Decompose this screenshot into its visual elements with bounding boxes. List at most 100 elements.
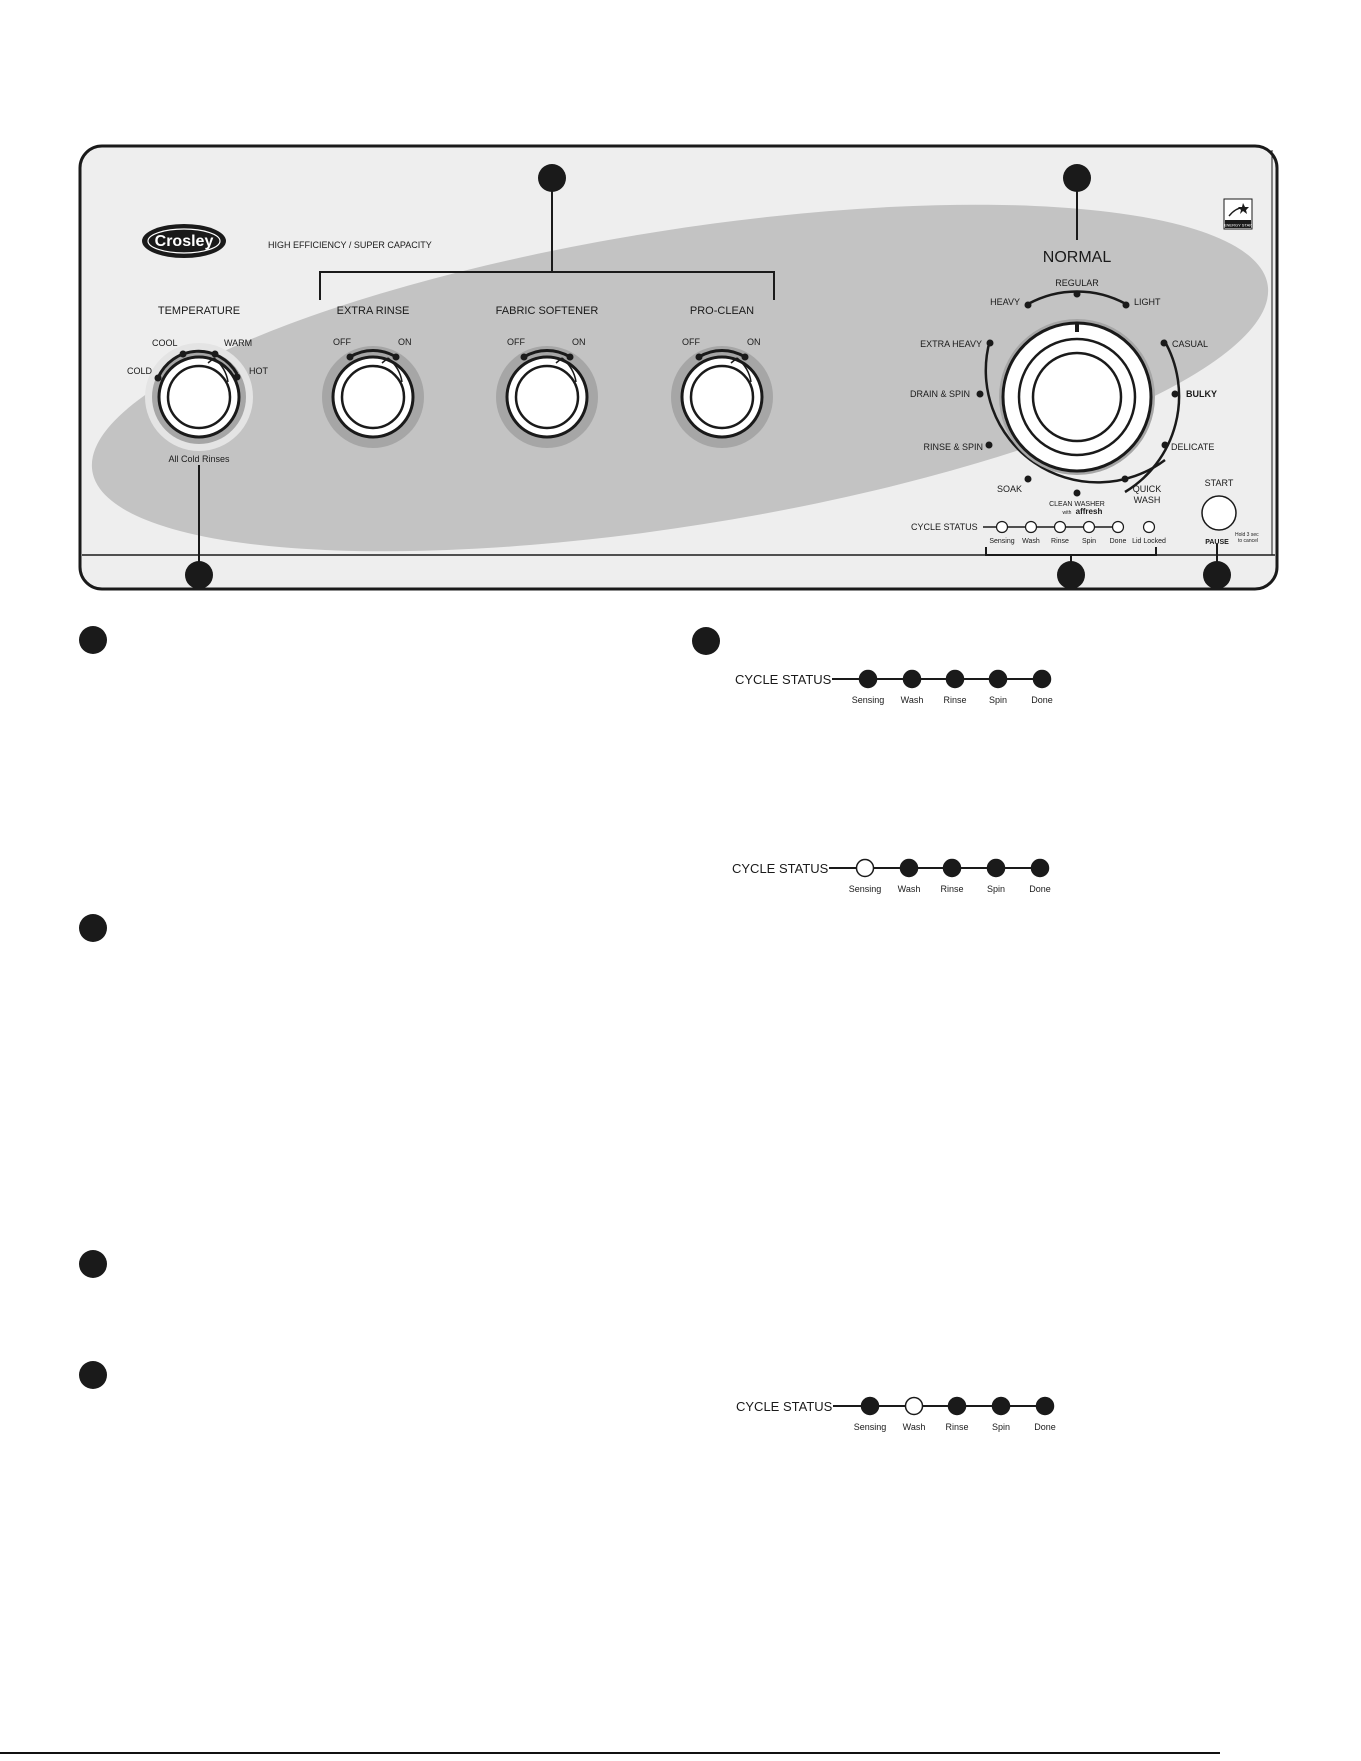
callout-start-pause	[1203, 561, 1231, 589]
status-example-stage: Wash	[898, 884, 921, 894]
status-example-label: CYCLE STATUS	[732, 861, 829, 876]
status-led-label: Wash	[1022, 538, 1040, 545]
option-title: EXTRA RINSE	[337, 305, 410, 317]
cycle-light: LIGHT	[1134, 297, 1161, 307]
status-led	[1024, 520, 1038, 534]
option-title: PRO-CLEAN	[690, 305, 754, 317]
cycle-arc-right	[1124, 339, 1181, 494]
callout-cycle-status	[1057, 561, 1085, 589]
status-example-label: CYCLE STATUS	[736, 1399, 833, 1414]
logo-text: Crosley	[155, 233, 214, 250]
status-led	[1082, 520, 1096, 534]
cycle-casual: CASUAL	[1172, 339, 1208, 349]
option-on-label: ON	[398, 337, 412, 347]
status-example-led	[902, 669, 922, 689]
section-marker-3	[79, 1250, 107, 1278]
section-marker-5	[692, 627, 720, 655]
status-example-stage: Done	[1031, 695, 1053, 705]
status-led	[1111, 520, 1125, 534]
status-led	[1053, 520, 1067, 534]
status-led	[1142, 520, 1156, 534]
cycle-extra-heavy: EXTRA HEAVY	[920, 339, 982, 349]
status-example-stage: Rinse	[945, 1422, 968, 1432]
option-knob-pointer	[730, 357, 752, 383]
option-knob-pointer	[555, 357, 577, 383]
option-knob-group: EXTRA RINSE OFF ON	[322, 305, 424, 448]
brand-tagline: HIGH EFFICIENCY / SUPER CAPACITY	[268, 240, 432, 250]
cycle-status-example: CYCLE STATUS Sensing Wash Rinse Spin Done	[732, 858, 1051, 894]
status-example-stage: Rinse	[940, 884, 963, 894]
cycle-arc-left	[984, 339, 1166, 484]
energy-star-icon: ENERGY STAR	[1223, 198, 1253, 230]
pause-label: PAUSE	[1205, 539, 1229, 546]
temperature-title: TEMPERATURE	[158, 305, 240, 317]
status-example-led	[1035, 1396, 1055, 1416]
panel-status-leds: Sensing Wash Rinse Spin Done Lid Locked	[989, 520, 1166, 545]
cycle-quick: QUICK	[1133, 484, 1162, 494]
energy-star-label: ENERGY STAR	[1224, 223, 1252, 228]
cycle-dial-pointer	[1075, 322, 1079, 332]
status-example-stage: Rinse	[943, 695, 966, 705]
panel-cycle-status-label: CYCLE STATUS	[911, 522, 978, 532]
affresh-logo-text: affresh	[1076, 507, 1103, 516]
temperature-caption: All Cold Rinses	[168, 454, 230, 464]
status-example-led	[860, 1396, 880, 1416]
temp-pos-cold: COLD	[127, 366, 153, 376]
status-example-stage: Spin	[987, 884, 1005, 894]
hold-note-2: to cancel	[1238, 538, 1258, 544]
option-off-label: OFF	[333, 337, 351, 347]
status-led	[995, 520, 1009, 534]
cycle-soak: SOAK	[997, 484, 1022, 494]
section-marker-4	[79, 1361, 107, 1389]
status-led-label: Rinse	[1051, 538, 1069, 545]
status-led-label: Done	[1110, 538, 1127, 545]
crosley-logo: Crosley	[142, 224, 226, 258]
hold-note-1: Hold 3 sec	[1235, 532, 1259, 538]
cycle-delicate: DELICATE	[1171, 442, 1214, 452]
temp-pos-cool: COOL	[152, 338, 178, 348]
start-pause-button[interactable]	[1201, 495, 1237, 531]
status-example-stage: Wash	[901, 695, 924, 705]
status-example-led	[858, 669, 878, 689]
cycle-rinse-spin: RINSE & SPIN	[923, 442, 983, 452]
temperature-pointer	[207, 357, 229, 383]
status-led-label: Lid Locked	[1132, 538, 1166, 545]
temp-pos-hot: HOT	[249, 366, 269, 376]
cycle-heavy: HEAVY	[990, 297, 1020, 307]
status-example-led	[1032, 669, 1052, 689]
status-example-stage: Sensing	[854, 1422, 887, 1432]
cycle-bulky: BULKY	[1186, 389, 1217, 399]
status-led-label: Spin	[1082, 538, 1096, 545]
status-example-stage: Spin	[992, 1422, 1010, 1432]
cycle-group-normal: NORMAL	[1043, 249, 1112, 266]
status-example-led	[947, 1396, 967, 1416]
callout-temperature	[185, 561, 213, 589]
cycle-quick-wash: WASH	[1134, 495, 1161, 505]
start-label: START	[1205, 478, 1234, 488]
status-example-label: CYCLE STATUS	[735, 672, 832, 687]
status-example-stage: Done	[1029, 884, 1051, 894]
cycle-drain-spin: DRAIN & SPIN	[910, 389, 970, 399]
status-example-led	[945, 669, 965, 689]
status-example-led	[899, 858, 919, 878]
option-off-label: OFF	[682, 337, 700, 347]
cycle-regular: REGULAR	[1055, 278, 1099, 288]
status-example-led	[1030, 858, 1050, 878]
status-led-label: Sensing	[989, 538, 1014, 545]
option-on-label: ON	[747, 337, 761, 347]
section-marker-2	[79, 914, 107, 942]
status-example-led	[855, 858, 875, 878]
callout-options	[538, 164, 566, 192]
status-example-led	[904, 1396, 924, 1416]
option-on-label: ON	[572, 337, 586, 347]
cycle-clean-washer: CLEAN WASHER	[1049, 501, 1105, 508]
status-example-stage: Sensing	[849, 884, 882, 894]
status-example-stage: Sensing	[852, 695, 885, 705]
options-bracket	[319, 271, 775, 300]
callout-cycle-dial	[1063, 164, 1091, 192]
status-example-led	[942, 858, 962, 878]
